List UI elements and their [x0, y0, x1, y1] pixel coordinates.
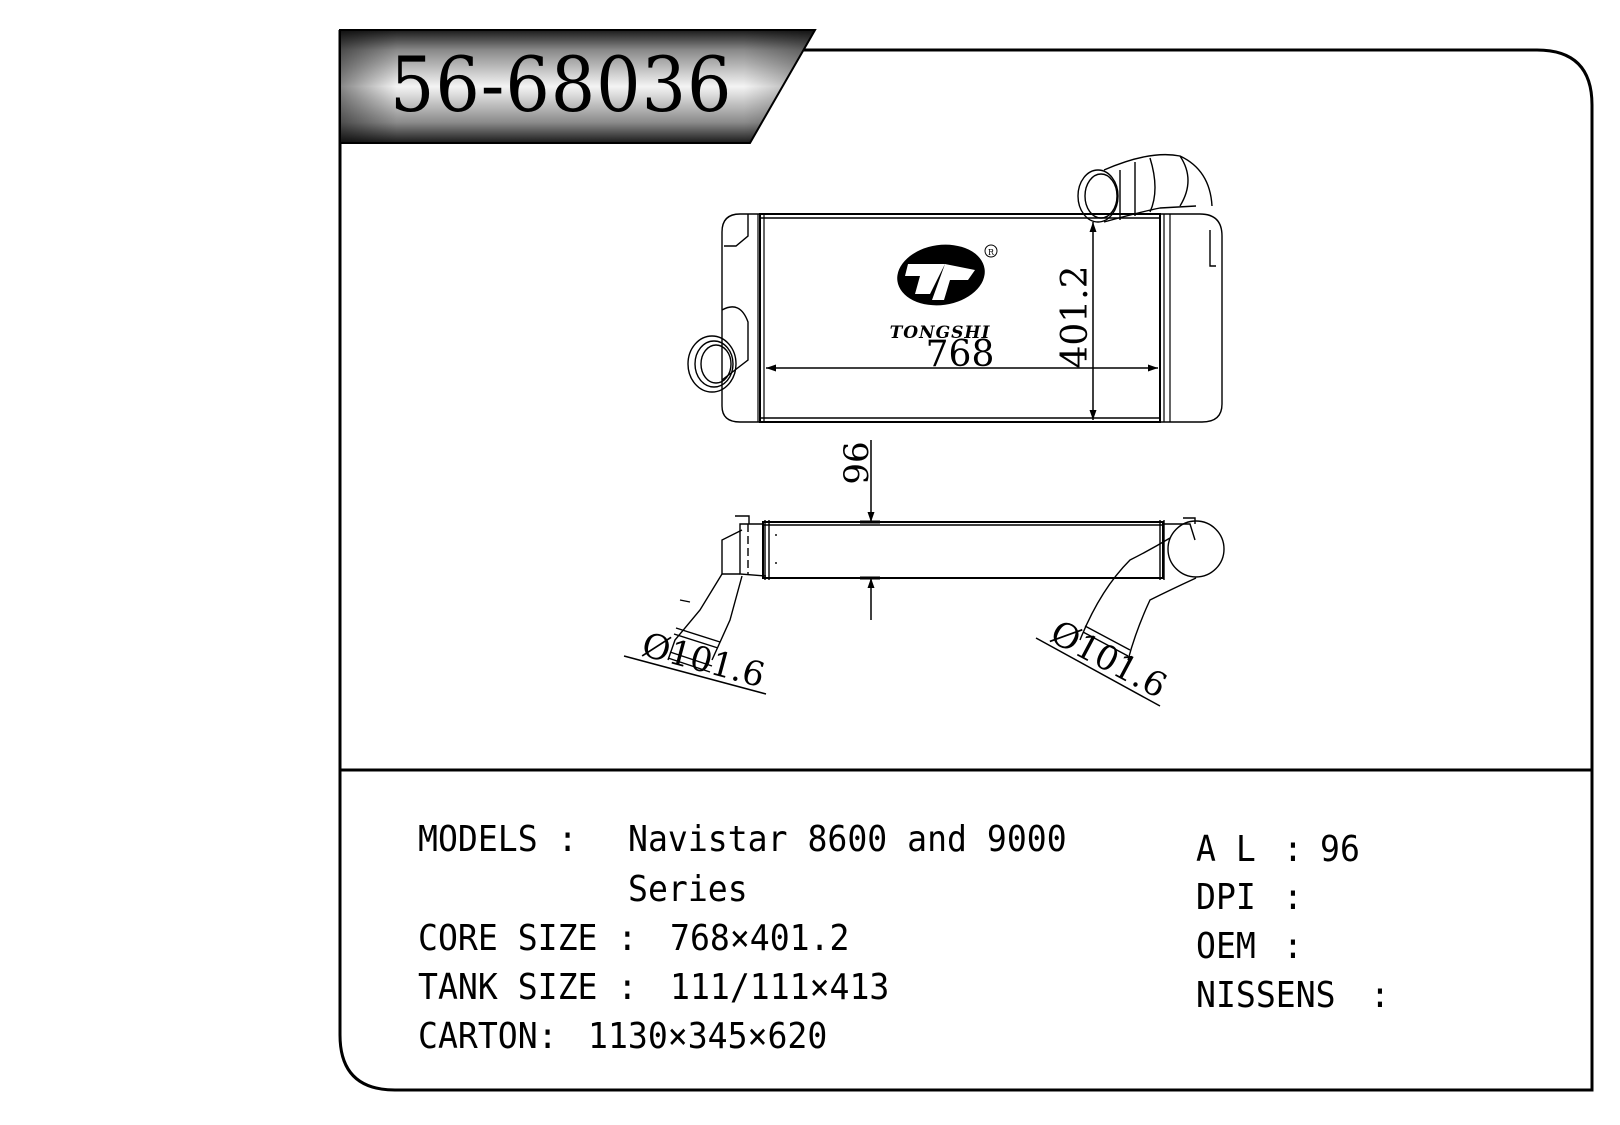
al-label: A L [1196, 829, 1256, 870]
side-view-dimensions [623, 440, 1161, 707]
nissens-label: NISSENS [1196, 975, 1336, 1016]
core-size-value: 768×401.2 [670, 918, 850, 959]
models-value: Navistar 8600 and 9000 [628, 819, 1067, 860]
front-view-dimensions [766, 222, 1158, 420]
front-view-drawing [687, 153, 1223, 423]
part-number-title: 56-68036 [390, 40, 733, 129]
core-size-label: CORE SIZE : [418, 918, 638, 959]
tongshi-logo: R TONGSHI [890, 244, 998, 343]
core-width-dimension: 768 [926, 334, 995, 375]
core-height-dimension: 401.2 [1055, 265, 1096, 368]
sheet-frame [338, 30, 1594, 1092]
right-pipe-diameter: Ø101.6 [1044, 613, 1173, 707]
tank-size-value: 111/111×413 [670, 967, 890, 1008]
oem-separator: : [1283, 926, 1303, 967]
part-number-banner [339, 29, 817, 144]
carton-label: CARTON: [418, 1016, 558, 1057]
core-thickness-dimension: 96 [837, 441, 877, 484]
side-view-drawing [667, 515, 1225, 673]
tank-size-label: TANK SIZE : [418, 967, 638, 1008]
dpi-label: DPI [1196, 877, 1256, 918]
left-pipe-diameter: Ø101.6 [638, 625, 769, 696]
registered-mark: R [988, 248, 995, 257]
al-value: 96 [1320, 829, 1360, 870]
brand-wordmark: TONGSHI [890, 323, 991, 343]
dpi-separator: : [1283, 877, 1303, 918]
al-separator: : [1283, 829, 1303, 870]
nissens-separator: : [1370, 975, 1390, 1016]
carton-value: 1130×345×620 [588, 1016, 828, 1057]
oem-label: OEM [1196, 926, 1256, 967]
models-label: MODELS : [418, 819, 578, 860]
models-value-line2: Series [628, 869, 748, 910]
